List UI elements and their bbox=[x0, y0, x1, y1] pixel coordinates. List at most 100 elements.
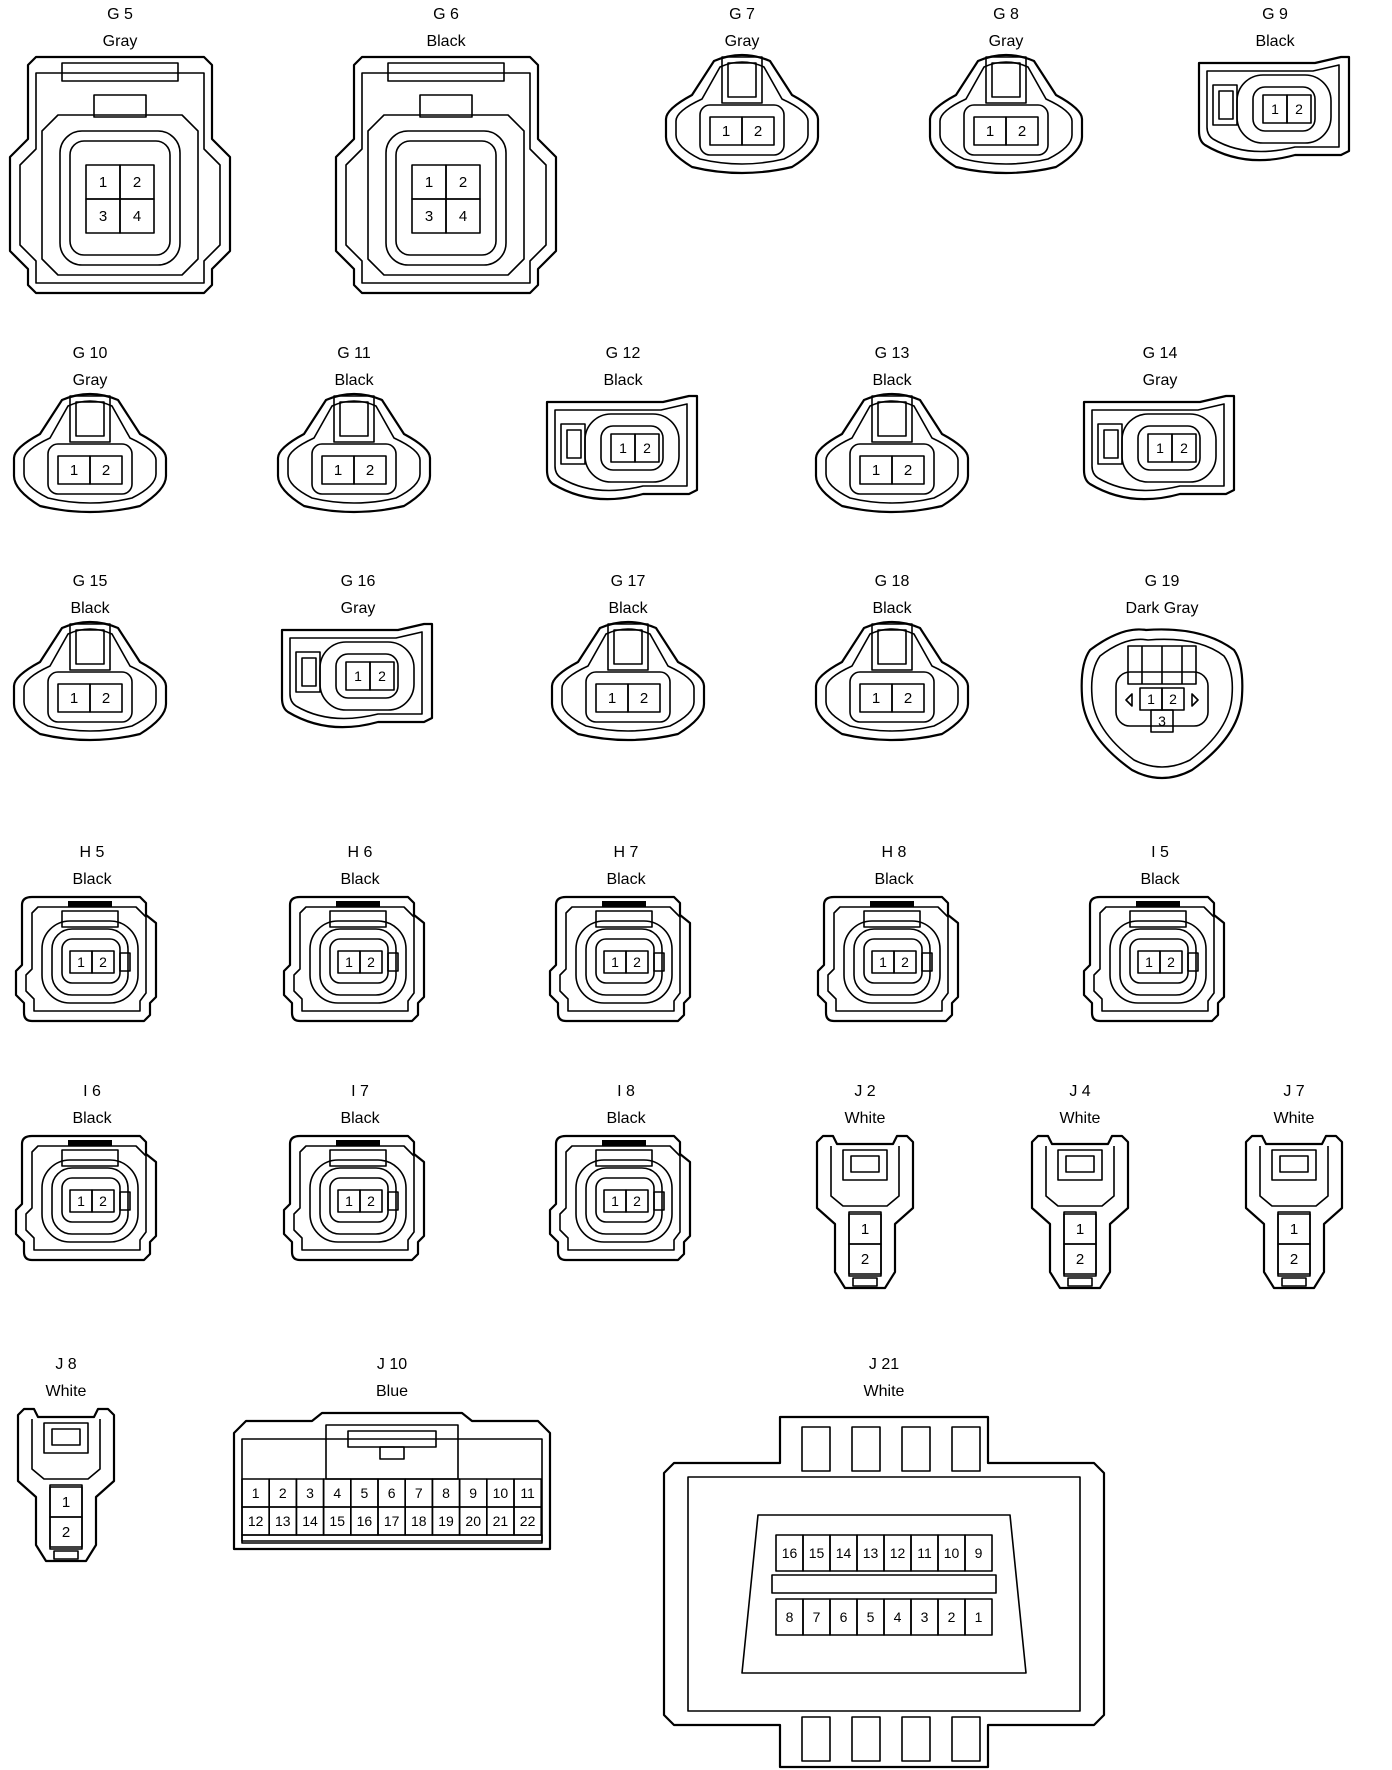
connector-code: G 10 bbox=[73, 345, 108, 362]
latch bbox=[1271, 1149, 1317, 1181]
connector-outline bbox=[12, 392, 168, 514]
terminal-housing bbox=[385, 130, 507, 266]
pin-number: 4 bbox=[459, 208, 467, 225]
terminal-housing bbox=[47, 443, 133, 495]
latch bbox=[329, 1149, 387, 1167]
latch-slot bbox=[850, 1155, 880, 1173]
pin-number: 22 bbox=[520, 1513, 536, 1529]
pin-cavity bbox=[1171, 433, 1197, 463]
pin-number: 6 bbox=[388, 1485, 396, 1501]
terminal-housing-inner bbox=[585, 1167, 663, 1235]
pin-number: 1 bbox=[345, 1193, 353, 1209]
pin-number: 19 bbox=[438, 1513, 454, 1529]
terminal-housing bbox=[41, 1159, 139, 1243]
connector-outline bbox=[814, 392, 970, 514]
connector-inner-wall bbox=[23, 628, 157, 732]
connector-inner-wall bbox=[939, 61, 1073, 165]
pin-cavity bbox=[625, 950, 649, 974]
connector-code: G 18 bbox=[875, 573, 910, 590]
pin-number: 1 bbox=[99, 174, 107, 191]
terminal-housing-inner bbox=[69, 140, 171, 256]
terminal-housing-inner bbox=[853, 928, 931, 996]
pin-number: 5 bbox=[867, 1609, 875, 1625]
connector-inner-wall bbox=[293, 1145, 415, 1251]
connector-color: White bbox=[845, 1110, 886, 1127]
latch-slot bbox=[339, 401, 369, 437]
latch-slot bbox=[301, 657, 317, 687]
connector-outline bbox=[548, 895, 692, 1023]
pin-number: 1 bbox=[872, 690, 880, 707]
connector-code: H 8 bbox=[882, 844, 907, 861]
pin-cavity bbox=[893, 950, 917, 974]
pin-number: 12 bbox=[248, 1513, 264, 1529]
pin-cavity bbox=[891, 683, 925, 713]
connector-inner-wall bbox=[825, 628, 959, 732]
connector-inner-wall bbox=[25, 1145, 147, 1251]
pin-cavity bbox=[891, 455, 925, 485]
pin-number: 2 bbox=[459, 174, 467, 191]
end-cap bbox=[1281, 1277, 1307, 1287]
pin-number: 2 bbox=[367, 954, 375, 970]
connector-code: G 16 bbox=[341, 573, 376, 590]
pin-number: 8 bbox=[786, 1609, 794, 1625]
connector-code: G 6 bbox=[433, 6, 459, 23]
connector-color: Gray bbox=[73, 372, 108, 389]
connector-outline bbox=[282, 895, 426, 1023]
pin-number: 9 bbox=[975, 1545, 983, 1561]
connector-outline bbox=[1082, 394, 1236, 501]
connector-outline bbox=[276, 392, 432, 514]
key bbox=[653, 1191, 665, 1211]
latch bbox=[607, 623, 649, 671]
pin-number: 1 bbox=[70, 462, 78, 479]
terminal-housing bbox=[963, 104, 1049, 156]
terminal-housing-inner bbox=[335, 653, 399, 699]
latch-slot bbox=[613, 629, 643, 665]
connector-inner-wall bbox=[19, 72, 221, 284]
pin-number: 1 bbox=[608, 690, 616, 707]
pin-number: 3 bbox=[306, 1485, 314, 1501]
latch-slot bbox=[1103, 429, 1119, 459]
pin-number: 13 bbox=[863, 1545, 879, 1561]
pin-number: 1 bbox=[611, 1193, 619, 1209]
pin-number: 15 bbox=[809, 1545, 825, 1561]
connector-outline bbox=[664, 53, 820, 175]
connector-inner-wall bbox=[1091, 403, 1225, 492]
connector-outline bbox=[334, 55, 558, 295]
terminal-housing bbox=[41, 920, 139, 1004]
lock-bar bbox=[387, 62, 505, 82]
housing-wall bbox=[367, 114, 525, 276]
lock-tab bbox=[602, 1140, 646, 1146]
connector-color: Black bbox=[1255, 33, 1295, 50]
latch bbox=[721, 56, 763, 104]
pin-cavity bbox=[91, 1189, 115, 1213]
pin-cavity bbox=[119, 198, 155, 234]
pin-number: 2 bbox=[279, 1485, 287, 1501]
pin-cavity bbox=[353, 455, 387, 485]
connector-color: Black bbox=[603, 372, 643, 389]
latch-slot bbox=[75, 401, 105, 437]
terminal-housing-inner bbox=[600, 425, 664, 471]
pin-number: 18 bbox=[411, 1513, 427, 1529]
lock-tab bbox=[801, 1716, 831, 1762]
pin-number: 12 bbox=[890, 1545, 906, 1561]
connector-code: G 7 bbox=[729, 6, 755, 23]
connector-outline bbox=[815, 1134, 915, 1290]
connector-inner-wall bbox=[287, 400, 421, 504]
connector-code: G 14 bbox=[1143, 345, 1178, 362]
pin-number: 1 bbox=[986, 123, 994, 140]
connector-outline bbox=[232, 1411, 552, 1551]
pin-number: 1 bbox=[611, 954, 619, 970]
pin-number: 2 bbox=[1295, 101, 1303, 117]
pin-number: 3 bbox=[99, 208, 107, 225]
connector-color: Black bbox=[606, 871, 646, 888]
connector-color: Black bbox=[72, 871, 112, 888]
pin-number: 2 bbox=[1180, 440, 1188, 456]
lock-tab bbox=[1136, 901, 1180, 907]
